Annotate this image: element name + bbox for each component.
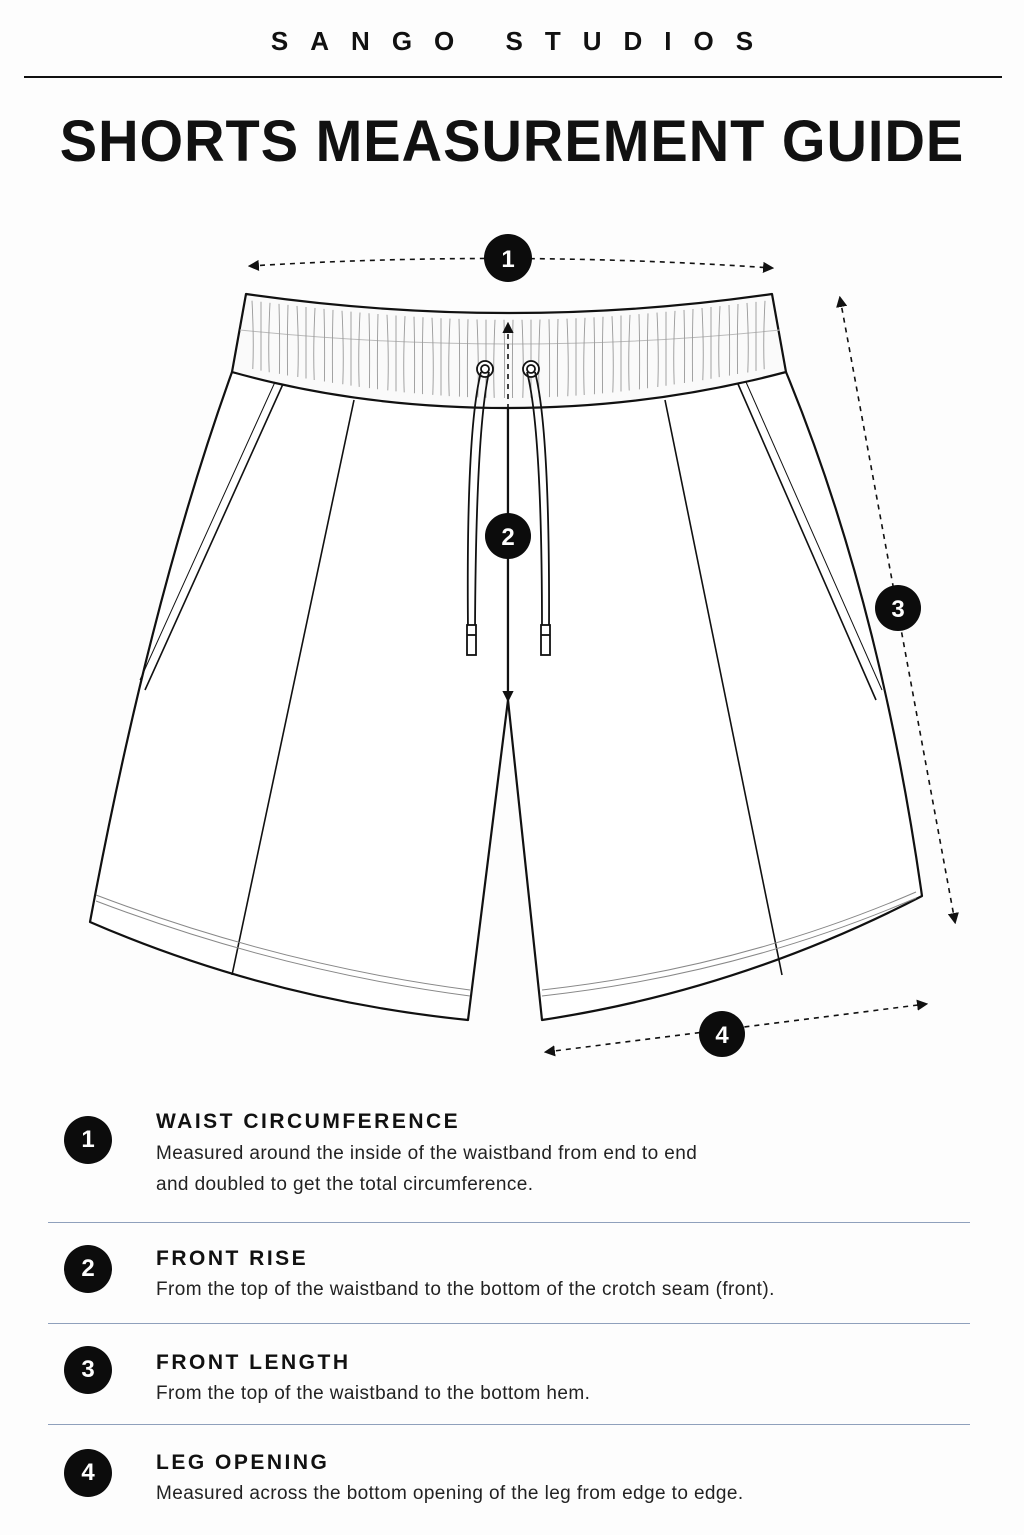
measurement-title: FRONT LENGTH [156,1351,351,1374]
marker-2-label: 2 [501,524,514,551]
number-badge: 3 [64,1346,112,1394]
measurement-description: Measured around the inside of the waistb… [156,1138,936,1200]
divider [48,1323,970,1324]
shorts-diagram: 1 2 3 4 [88,234,959,1057]
brand-name: SANGO STUDIOS [270,26,776,56]
description-line: Measured across the bottom opening of th… [156,1483,744,1504]
measurement-row-4: 4 LEG OPENING Measured across the bottom… [48,1449,970,1519]
measurement-row-1: 1 WAIST CIRCUMFERENCE Measured around th… [48,1108,970,1208]
divider [48,1222,970,1223]
number-badge: 2 [64,1245,112,1293]
divider [48,1424,970,1425]
measurement-4-arrow: 4 [543,999,929,1057]
description-line: From the top of the waistband to the bot… [156,1279,775,1300]
marker-1-label: 1 [501,246,514,273]
waistband [230,292,788,410]
measurement-row-3: 3 FRONT LENGTH From the top of the waist… [48,1346,970,1419]
drawcords [466,360,551,656]
shorts-outline [88,370,924,1022]
measurement-description: From the top of the waistband to the bot… [156,1378,936,1409]
page-title: SHORTS MEASUREMENT GUIDE [59,107,965,174]
description-line: Measured around the inside of the waistb… [156,1143,698,1164]
measurement-description: Measured across the bottom opening of th… [156,1478,956,1509]
header-rule [24,76,1002,78]
number-badge: 1 [64,1116,112,1164]
measurement-2-arrow: 2 [485,321,531,703]
marker-4-label: 4 [715,1022,729,1049]
measurement-title: WAIST CIRCUMFERENCE [156,1110,461,1133]
measurement-description: From the top of the waistband to the bot… [156,1274,956,1305]
number-badge: 4 [64,1449,112,1497]
description-line: and doubled to get the total circumferen… [156,1174,534,1195]
marker-3-label: 3 [891,596,904,623]
measurement-title: LEG OPENING [156,1451,330,1474]
description-line: From the top of the waistband to the bot… [156,1383,591,1404]
measurement-row-2: 2 FRONT RISE From the top of the waistba… [48,1245,970,1315]
measurement-1-arrow: 1 [247,234,775,282]
measurement-3-arrow: 3 [836,295,959,925]
measurement-title: FRONT RISE [156,1247,309,1270]
